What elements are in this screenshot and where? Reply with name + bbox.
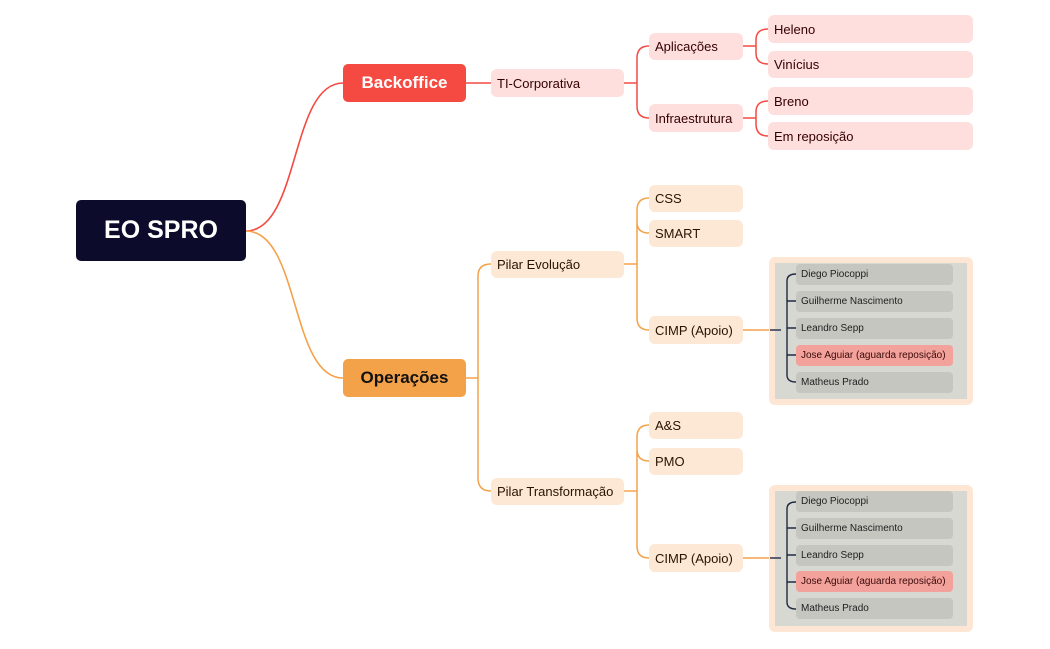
member-leandro-sepp[interactable]: Leandro Sepp bbox=[796, 318, 953, 339]
topic-em-reposicao[interactable]: Em reposição bbox=[768, 122, 973, 150]
topic-vinicius[interactable]: Vinícius bbox=[768, 51, 973, 78]
members-bracket bbox=[770, 273, 797, 383]
member-matheus-prado[interactable]: Matheus Prado bbox=[796, 598, 953, 619]
topic-ti-corporativa[interactable]: TI-Corporativa bbox=[491, 69, 624, 97]
topic-css[interactable]: CSS bbox=[649, 185, 743, 212]
root-topic[interactable]: EO SPRO bbox=[76, 200, 246, 261]
topic-heleno[interactable]: Heleno bbox=[768, 15, 973, 43]
topic-a-and-s[interactable]: A&S bbox=[649, 412, 743, 439]
member-diego-piocoppi[interactable]: Diego Piocoppi bbox=[796, 264, 953, 285]
topic-pilar-transformacao[interactable]: Pilar Transformação bbox=[491, 478, 624, 505]
member-jose-aguiar[interactable]: Jose Aguiar (aguarda reposição) bbox=[796, 345, 953, 366]
topic-operacoes[interactable]: Operações bbox=[343, 359, 466, 397]
cimp-evolucao-members-group: Diego Piocoppi Guilherme Nascimento Lean… bbox=[769, 257, 973, 405]
cimp-transformacao-members-group: Diego Piocoppi Guilherme Nascimento Lean… bbox=[769, 485, 973, 632]
topic-infraestrutura[interactable]: Infraestrutura bbox=[649, 104, 743, 132]
topic-backoffice[interactable]: Backoffice bbox=[343, 64, 466, 102]
topic-breno[interactable]: Breno bbox=[768, 87, 973, 115]
topic-smart[interactable]: SMART bbox=[649, 220, 743, 247]
topic-aplicacoes[interactable]: Aplicações bbox=[649, 33, 743, 60]
member-guilherme-nascimento[interactable]: Guilherme Nascimento bbox=[796, 518, 953, 539]
topic-pmo[interactable]: PMO bbox=[649, 448, 743, 475]
topic-pilar-evolucao[interactable]: Pilar Evolução bbox=[491, 251, 624, 278]
topic-cimp-apoio-evolucao[interactable]: CIMP (Apoio) bbox=[649, 316, 743, 344]
members-bracket bbox=[770, 501, 797, 610]
member-leandro-sepp[interactable]: Leandro Sepp bbox=[796, 545, 953, 566]
member-diego-piocoppi[interactable]: Diego Piocoppi bbox=[796, 491, 953, 512]
topic-cimp-apoio-transformacao[interactable]: CIMP (Apoio) bbox=[649, 544, 743, 572]
member-guilherme-nascimento[interactable]: Guilherme Nascimento bbox=[796, 291, 953, 312]
member-jose-aguiar[interactable]: Jose Aguiar (aguarda reposição) bbox=[796, 571, 953, 592]
member-matheus-prado[interactable]: Matheus Prado bbox=[796, 372, 953, 393]
